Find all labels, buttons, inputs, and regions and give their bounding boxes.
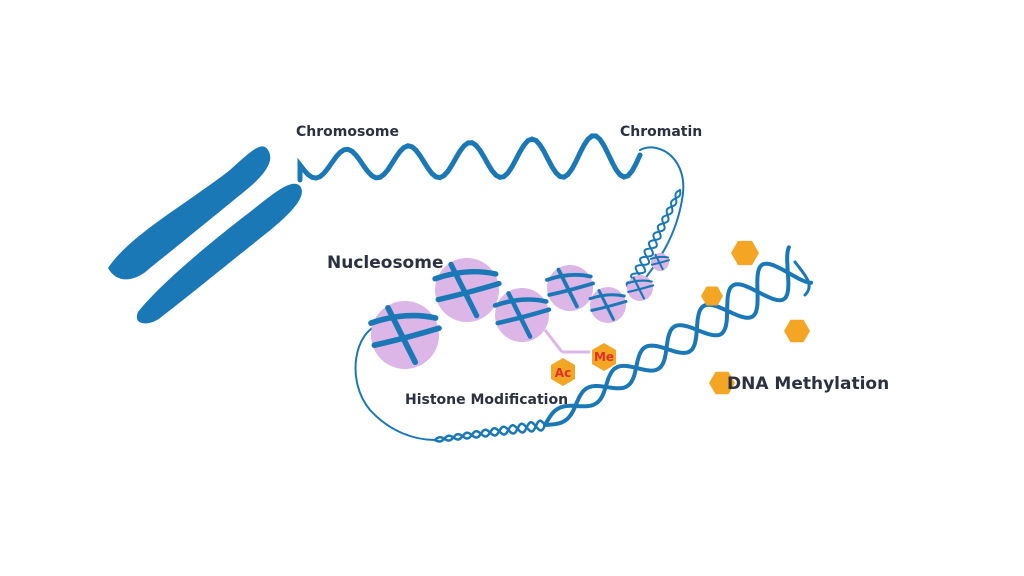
methyl-groups [701,240,810,395]
nucleosome [492,288,552,342]
dna-strands [297,133,814,443]
nucleosome [432,258,502,322]
nucleosome [625,275,655,301]
acetyl-marker: Ac [551,358,575,386]
label-nucleosome: Nucleosome [327,253,444,273]
helix-end [793,260,811,297]
dna-double-helix [543,245,791,427]
nucleosome [368,301,442,369]
label-chromosome: Chromosome [296,124,399,140]
modification-tether [543,329,590,354]
chromatin-twist [625,189,682,291]
chromosome [108,146,302,324]
label-dna-methylation: DNA Methylation [727,374,889,394]
methyl-hexagon [701,286,723,306]
methyl-marker: Me [592,343,616,371]
chromatin-fiber [297,133,643,183]
methyl-hexagon [784,319,810,343]
acetyl-label: Ac [555,366,571,380]
label-chromatin: Chromatin [620,124,702,140]
nucleosome [588,287,628,323]
linker-dna [354,324,436,441]
nucleosome [650,253,670,271]
label-histone-modification: Histone Modification [405,392,568,408]
methyl-label: Me [594,350,614,364]
methyl-hexagon [731,240,759,266]
nucleosomes [368,253,670,369]
dna-helix-small [433,421,547,442]
methyl-hexagon [709,371,735,395]
nucleosome [545,265,595,311]
